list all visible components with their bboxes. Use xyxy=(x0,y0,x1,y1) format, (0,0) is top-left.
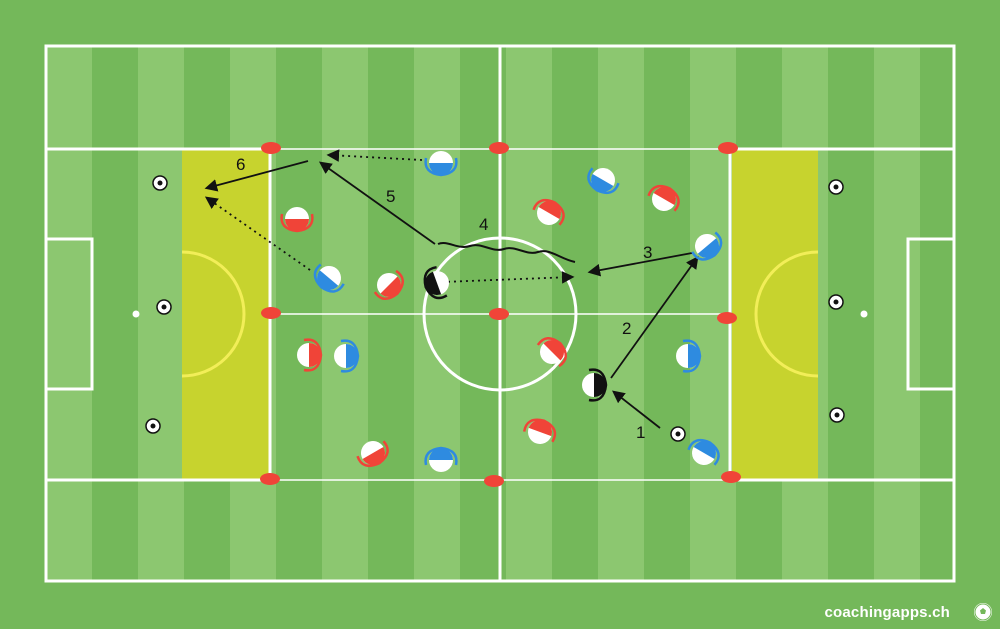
cone xyxy=(489,308,509,320)
player-blue xyxy=(334,339,360,373)
step-label-2: 2 xyxy=(622,319,632,338)
arrows xyxy=(204,149,699,429)
cone xyxy=(718,142,738,154)
ball-icon xyxy=(828,294,844,310)
ball-icon xyxy=(152,175,168,191)
ball-icon xyxy=(156,299,172,315)
player-red xyxy=(373,269,405,301)
player-red xyxy=(280,207,314,233)
end-zone-left xyxy=(182,149,269,480)
player-blue xyxy=(691,231,723,261)
arrow-5 xyxy=(318,161,436,245)
player-red xyxy=(522,418,557,444)
penalty-arc-left xyxy=(181,250,246,378)
arrow-3 xyxy=(587,252,693,277)
penalty-arc-right xyxy=(754,250,819,378)
ball-icon xyxy=(670,426,686,442)
player-neutral xyxy=(423,265,449,300)
brand-name: coachingapps.ch xyxy=(824,604,950,621)
step-label-4: 4 xyxy=(479,215,489,234)
ball-icon xyxy=(829,407,845,423)
balls xyxy=(145,175,845,442)
player-red xyxy=(532,198,565,226)
arrow-1 xyxy=(612,390,661,429)
cone xyxy=(717,312,737,324)
arrow-2 xyxy=(610,255,699,379)
arrow-6 xyxy=(204,160,309,192)
player-blue xyxy=(424,446,458,472)
cone xyxy=(484,475,504,487)
step-label-3: 3 xyxy=(643,243,653,262)
cone xyxy=(261,142,281,154)
player-blue xyxy=(676,339,702,373)
arrow-4-dribble xyxy=(437,242,576,263)
player-red xyxy=(536,336,568,368)
player-blue xyxy=(587,167,620,195)
player-blue xyxy=(313,263,345,293)
cone xyxy=(260,473,280,485)
player-blue xyxy=(687,438,720,466)
ball-icon xyxy=(145,418,161,434)
step-label-1: 1 xyxy=(636,423,646,442)
cone xyxy=(261,307,281,319)
step-label-5: 5 xyxy=(386,187,396,206)
ball-icon xyxy=(974,603,992,621)
end-zone-right xyxy=(732,149,818,480)
penalty-spot-right xyxy=(860,310,868,318)
cones xyxy=(260,142,741,487)
cone xyxy=(721,471,741,483)
player-red xyxy=(647,184,680,212)
player-red xyxy=(356,440,389,468)
ball-icon xyxy=(828,179,844,195)
player-red xyxy=(297,338,323,372)
player-neutral xyxy=(582,368,608,402)
arrow-dotted-pass xyxy=(441,271,575,284)
cone xyxy=(489,142,509,154)
player-blue xyxy=(424,151,458,177)
players xyxy=(280,151,723,472)
step-label-6: 6 xyxy=(236,155,246,174)
penalty-spot-left xyxy=(132,310,140,318)
